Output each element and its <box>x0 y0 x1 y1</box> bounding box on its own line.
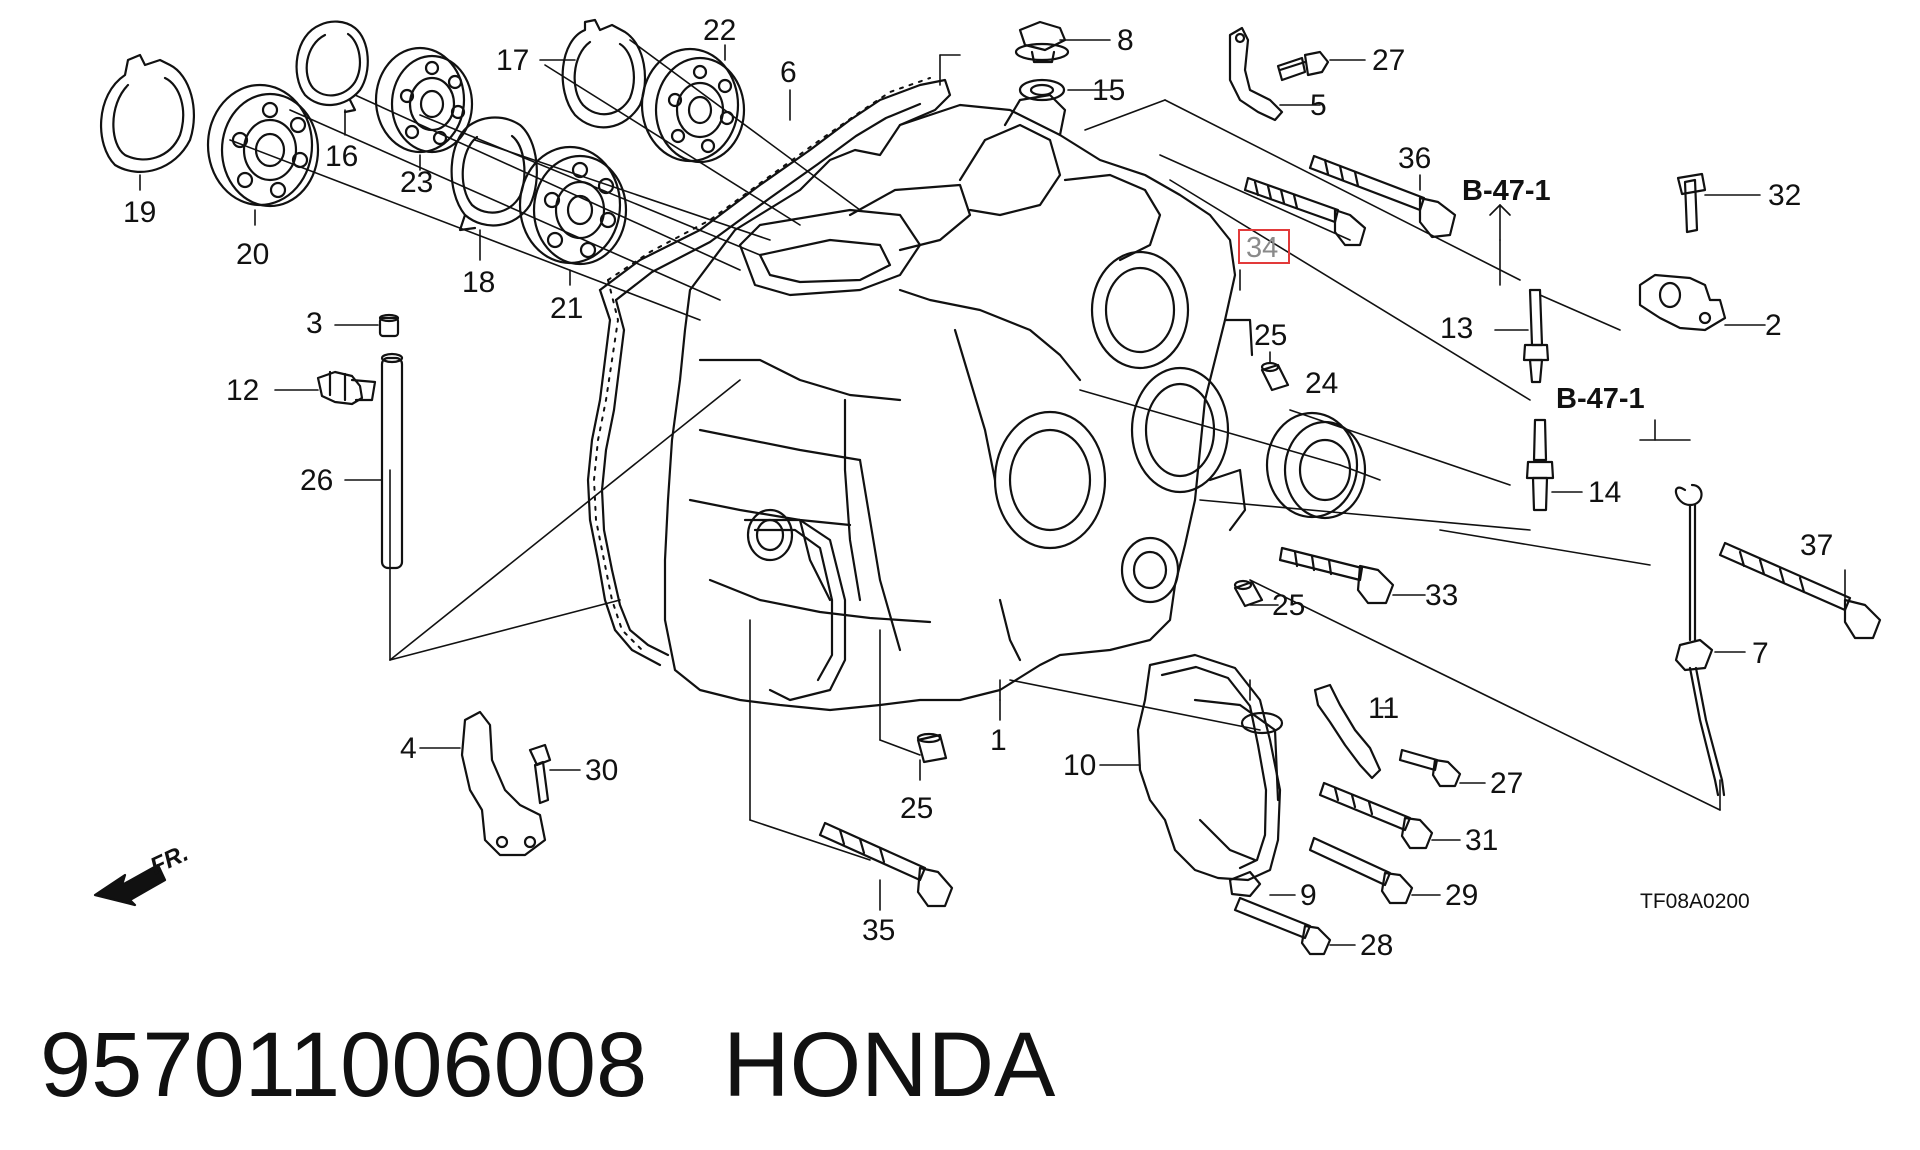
bolt-36 <box>1308 154 1457 239</box>
bolt-27-bottom <box>1398 748 1462 788</box>
snap-ring-18 <box>450 116 538 232</box>
label-20: 20 <box>236 238 269 271</box>
footer: 957011006008 HONDA <box>40 1010 1055 1120</box>
label-33: 33 <box>1425 579 1458 612</box>
label-34-highlighted[interactable]: 34 <box>1246 232 1278 264</box>
clip-9 <box>1228 870 1262 898</box>
label-25-mid: 25 <box>1272 589 1305 622</box>
side-cover-10 <box>1136 653 1284 882</box>
label-21: 21 <box>550 292 583 325</box>
front-arrow-icon <box>93 863 167 907</box>
label-9: 9 <box>1300 879 1317 912</box>
transmission-case-housing <box>586 78 1254 712</box>
dowel-25-mid <box>1233 579 1264 608</box>
oil-seal-24 <box>1265 411 1367 520</box>
part-number: 957011006008 <box>40 1014 648 1116</box>
label-36: 36 <box>1398 142 1431 175</box>
parts-diagram: 19 20 16 23 17 18 21 22 6 8 15 27 5 36 3… <box>93 14 1882 960</box>
bolt-27-top <box>1276 50 1330 82</box>
label-15: 15 <box>1092 74 1125 107</box>
label-18: 18 <box>462 266 495 299</box>
label-17: 17 <box>496 44 529 77</box>
bearing-20 <box>206 83 320 208</box>
washer-15 <box>1018 78 1066 102</box>
pipe-26 <box>380 352 404 570</box>
bolt-32 <box>1676 172 1707 234</box>
label-10: 10 <box>1063 749 1096 782</box>
label-3: 3 <box>306 307 323 340</box>
label-37: 37 <box>1800 529 1833 562</box>
bolt-29 <box>1308 836 1414 905</box>
label-6: 6 <box>780 56 797 89</box>
label-27-top: 27 <box>1372 44 1405 77</box>
reference-b-47-1-mid[interactable]: B-47-1 <box>1556 383 1645 415</box>
snap-ring-16 <box>295 20 369 114</box>
snap-ring-17 <box>561 18 647 129</box>
bearing-22 <box>640 47 746 164</box>
label-19: 19 <box>123 196 156 229</box>
label-31: 30 <box>585 754 618 787</box>
label-2: 2 <box>1765 309 1782 342</box>
label-35: 35 <box>862 914 895 947</box>
dowel-25-bottom <box>916 732 948 764</box>
label-4: 4 <box>400 732 417 765</box>
label-leader-ticks <box>139 39 1846 946</box>
dowel-25-top <box>1260 361 1290 392</box>
bolt-28 <box>1233 896 1332 956</box>
label-8: 8 <box>1117 24 1134 57</box>
brand-name: HONDA <box>723 1014 1056 1116</box>
label-24: 24 <box>1305 367 1338 400</box>
bearing-21 <box>518 145 628 266</box>
bolt-37 <box>1718 541 1882 640</box>
bolt-33 <box>1278 546 1395 605</box>
dipstick-7 <box>1674 483 1726 797</box>
stud-13 <box>1522 288 1550 384</box>
label-22: 22 <box>703 14 736 47</box>
drain-plug-8 <box>1014 20 1070 64</box>
label-16: 16 <box>325 140 358 173</box>
label-25-top: 25 <box>1254 319 1287 352</box>
label-30: 31 <box>1465 824 1498 857</box>
gasket-outline <box>593 77 931 651</box>
label-26: 26 <box>300 464 333 497</box>
label-13: 13 <box>1440 312 1473 345</box>
bearing-23 <box>374 46 474 154</box>
label-28: 28 <box>1360 929 1393 960</box>
label-5: 5 <box>1310 89 1327 122</box>
bolt-34 <box>1243 176 1367 247</box>
stud-14 <box>1525 418 1555 512</box>
snap-ring-19 <box>99 53 195 173</box>
label-27-bottom: 27 <box>1490 767 1523 800</box>
label-25-bottom: 25 <box>900 792 933 825</box>
bolt-31 <box>528 743 552 805</box>
label-7: 7 <box>1752 637 1769 670</box>
bolt-35 <box>818 821 954 908</box>
bolt-30 <box>1318 781 1434 850</box>
dowel-3 <box>378 313 400 338</box>
label-1: 1 <box>990 724 1007 757</box>
reference-b-47-1-top[interactable]: B-47-1 <box>1462 175 1551 207</box>
label-29: 29 <box>1445 879 1478 912</box>
label-14: 14 <box>1588 476 1621 509</box>
bracket-4 <box>460 710 547 857</box>
highlight-box-34 <box>1238 229 1290 264</box>
drawing-code: TF08A0200 <box>1640 890 1750 913</box>
assembly-leader-lines <box>229 39 1721 861</box>
label-23: 23 <box>400 166 433 199</box>
bracket-2 <box>1638 273 1727 332</box>
label-12: 12 <box>226 374 259 407</box>
clip-12 <box>316 370 377 406</box>
label-32: 32 <box>1768 179 1801 212</box>
label-11: 11 <box>1368 692 1399 725</box>
bracket-11 <box>1313 683 1382 780</box>
part-labels: 19 20 16 23 17 18 21 22 6 8 15 27 5 36 3… <box>123 14 1833 960</box>
bracket-5 <box>1228 26 1284 122</box>
